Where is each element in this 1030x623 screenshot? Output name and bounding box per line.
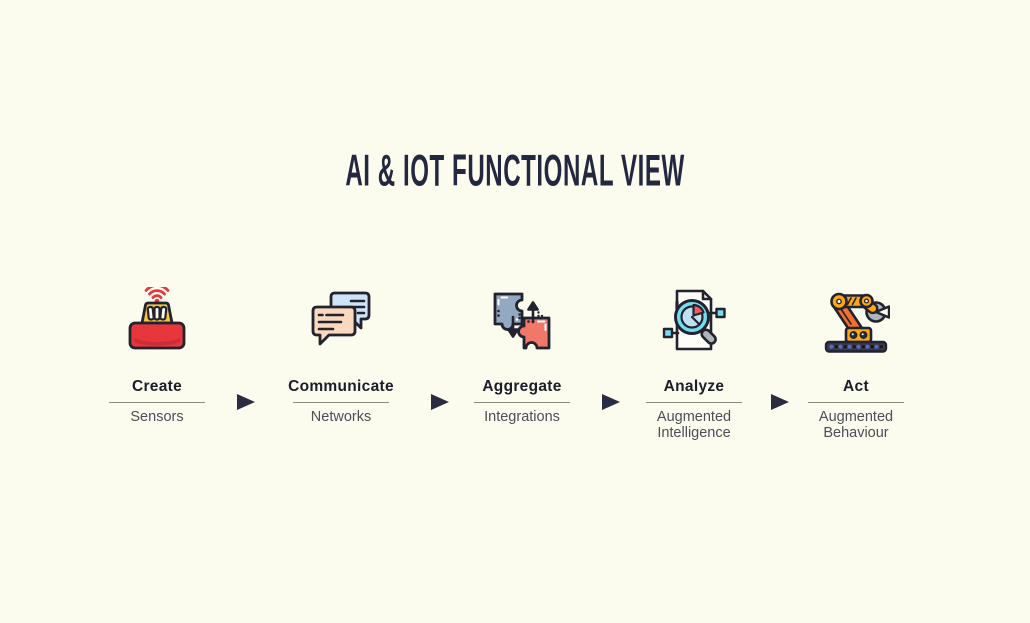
divider [293, 402, 389, 403]
stage-label: Create [131, 378, 183, 395]
flow-arrow-icon [431, 394, 449, 410]
stage-analyze: Analyze Augmented Intelligence [624, 287, 764, 441]
robot-arm-icon [822, 287, 890, 355]
magnifier-chart-icon [660, 287, 728, 355]
stage-sublabel: Networks [310, 409, 372, 425]
stage-communicate: Communicate Networks [271, 287, 411, 426]
stage-aggregate: Aggregate Integrations [452, 287, 592, 426]
flow-arrow-icon [237, 394, 255, 410]
stage-label: Analyze [663, 378, 725, 395]
stage-sublabel: Sensors [130, 409, 184, 425]
divider [474, 402, 570, 403]
divider [808, 402, 904, 403]
stage-label: Aggregate [482, 378, 562, 395]
puzzle-pieces-icon [488, 287, 556, 355]
sensor-icon [123, 287, 191, 355]
title-wrap: AI & IOT FUNCTIONAL VIEW [0, 145, 1030, 196]
chat-bubbles-icon [307, 287, 375, 355]
stage-label: Communicate [288, 378, 394, 395]
flow-arrow-icon [771, 394, 789, 410]
stage-sublabel: Augmented Behaviour [818, 409, 894, 441]
stage-act: Act Augmented Behaviour [786, 287, 926, 441]
divider [646, 402, 742, 403]
stage-create: Create Sensors [87, 287, 227, 426]
stage-label: Act [843, 378, 869, 395]
stage-sublabel: Augmented Intelligence [656, 409, 732, 441]
stage-sublabel: Integrations [484, 409, 560, 425]
divider [109, 402, 205, 403]
page-title: AI & IOT FUNCTIONAL VIEW [345, 145, 685, 196]
flow-arrow-icon [602, 394, 620, 410]
